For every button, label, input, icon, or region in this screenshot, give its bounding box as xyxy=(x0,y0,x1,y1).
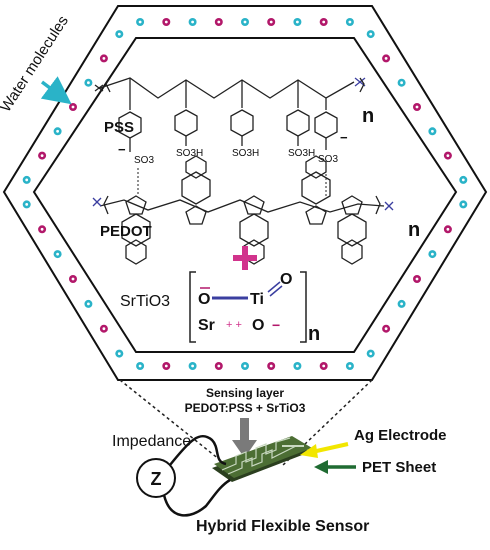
water-molecule-core xyxy=(102,327,106,331)
water-molecule-core xyxy=(56,252,59,256)
pedot-label: PEDOT xyxy=(100,223,152,240)
water-molecule-core xyxy=(217,20,221,24)
water-molecule-core xyxy=(117,32,121,36)
water-molecule-core xyxy=(446,154,450,158)
hybrid-flexible-sensor-label: Hybrid Flexible Sensor xyxy=(196,518,369,535)
srtio3-ti: Ti xyxy=(250,291,264,308)
water-molecule-core xyxy=(269,20,273,24)
pedot-structure xyxy=(92,155,394,265)
water-molecule-core xyxy=(415,105,419,109)
sensing-layer-title: Sensing layer xyxy=(206,386,284,400)
water-molecule-core xyxy=(25,178,29,182)
ti-o-double-bond-a xyxy=(267,281,281,293)
sulfonate-minus-sign: − xyxy=(118,142,126,157)
water-molecule-core xyxy=(296,20,299,24)
water-molecule-core xyxy=(71,105,75,109)
water-molecule-core xyxy=(461,203,465,206)
water-molecule-core xyxy=(117,352,121,355)
water-molecule-core xyxy=(71,277,75,281)
impedance-wire-bottom xyxy=(162,478,231,517)
impedance-wire-top xyxy=(169,434,227,466)
inner-hexagon xyxy=(32,37,458,353)
water-molecule-core xyxy=(400,81,403,85)
pedot-repeat-n: n xyxy=(408,219,420,241)
sensing-layer-arrow xyxy=(232,418,257,458)
water-molecule-core xyxy=(87,302,90,306)
water-molecule-core xyxy=(243,364,247,368)
water-molecule-core xyxy=(384,327,388,331)
srtio3-bracket xyxy=(189,271,307,343)
water-molecule-core xyxy=(461,178,465,182)
water-molecule-core xyxy=(40,154,44,158)
water-molecule-core xyxy=(296,364,299,368)
srtio3-label: SrTiO3 xyxy=(120,293,170,310)
water-molecule-core xyxy=(164,364,168,368)
pet-sheet-arrowhead xyxy=(314,460,328,474)
water-molecule-core xyxy=(25,203,29,206)
water-molecule-core xyxy=(384,57,388,60)
sr-charge: + + xyxy=(226,319,242,331)
sensing-layer-composition: PEDOT:PSS + SrTiO3 xyxy=(185,401,306,415)
ti-o-double-bond-b xyxy=(269,285,283,297)
water-molecule-core xyxy=(191,364,195,368)
water-molecule-core xyxy=(431,252,434,256)
srtio3-o-bottom: O xyxy=(252,317,264,334)
water-pointer-arrow xyxy=(40,76,72,105)
ag-electrode-label: Ag Electrode xyxy=(354,427,447,444)
pss-label: PSS xyxy=(104,119,134,136)
srtio3-repeat-n: n xyxy=(308,323,320,345)
srtio3-o-top: O xyxy=(280,271,292,288)
water-molecule-core xyxy=(322,364,326,368)
impedance-meter xyxy=(136,458,176,498)
water-molecule-band xyxy=(22,18,468,370)
water-molecule-core xyxy=(102,57,106,60)
ag-electrode-arrowhead xyxy=(300,444,318,458)
water-molecule-core xyxy=(431,129,434,133)
water-molecule-core xyxy=(269,364,273,368)
srtio3-o-left: O xyxy=(198,291,210,308)
water-molecule-core xyxy=(40,227,44,231)
pss-structure xyxy=(94,77,366,152)
water-molecule-core xyxy=(217,364,221,368)
o-bottom-charge: − xyxy=(272,317,280,333)
so3-minus-left-label: SO3 xyxy=(134,155,154,166)
water-molecule-core xyxy=(369,352,373,355)
water-molecule-core xyxy=(164,20,168,24)
outer-hexagon xyxy=(2,5,488,381)
water-molecule-core xyxy=(243,20,247,24)
water-molecule-core xyxy=(348,364,352,368)
impedance-label: Impedance xyxy=(112,433,191,450)
water-molecule-core xyxy=(369,32,373,36)
plus-sign xyxy=(233,246,257,270)
pss-repeat-n: n xyxy=(362,105,374,127)
sulfonate-minus-sign-right: − xyxy=(340,130,348,145)
water-molecule-core xyxy=(400,302,403,306)
water-molecule-core xyxy=(446,227,450,231)
pet-sheet-label: PET Sheet xyxy=(362,459,436,476)
water-molecule-core xyxy=(415,277,419,281)
impedance-symbol: Z xyxy=(151,469,162,489)
srtio3-sr: Sr xyxy=(198,317,215,334)
water-molecule-core xyxy=(348,20,352,24)
so3h-label-3: SO3H xyxy=(288,148,315,159)
so3h-label-2: SO3H xyxy=(232,148,259,159)
so3-minus-right-label: SO3 xyxy=(318,154,338,165)
water-molecule-core xyxy=(87,81,90,85)
ag-electrode-arrow-shaft xyxy=(311,442,349,454)
flexible-sensor-board xyxy=(212,436,312,482)
water-molecule-core xyxy=(191,20,195,24)
water-molecule-core xyxy=(138,364,142,368)
water-molecule-core xyxy=(322,20,326,24)
so3h-label-1: SO3H xyxy=(176,148,203,159)
water-molecule-core xyxy=(56,129,59,133)
water-molecule-core xyxy=(138,20,142,24)
